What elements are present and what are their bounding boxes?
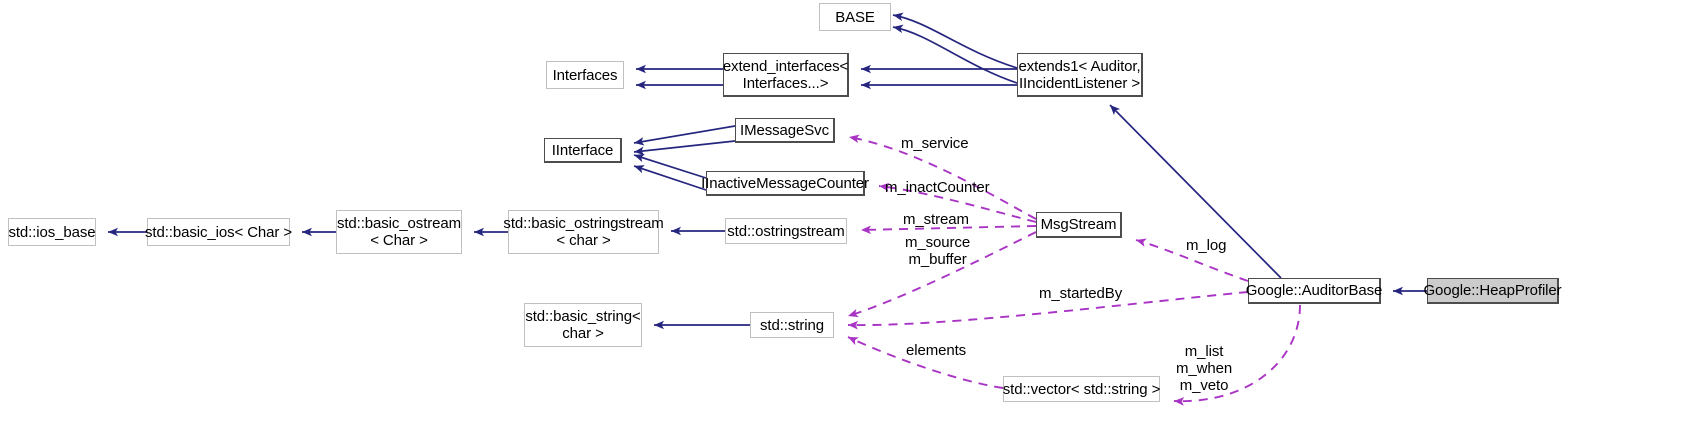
node-iinactivemessagecounter[interactable]: IInactiveMessageCounter <box>701 171 869 196</box>
edge-label-m-inactcounter: m_inactCounter <box>885 179 990 196</box>
edge-label-m-service: m_service <box>901 135 969 152</box>
edge-label-elements: elements <box>906 342 967 359</box>
edge-label-m-startedby: m_startedBy <box>1039 285 1123 302</box>
node-std-string[interactable]: std::string <box>750 312 834 338</box>
edge-vectorstring-string <box>847 336 1004 389</box>
node-extend-interfaces[interactable]: extend_interfaces< Interfaces...> <box>723 53 849 97</box>
edge-extends1-base-b <box>892 24 1021 85</box>
edge-iinactive-iinterface-a <box>633 153 707 179</box>
node-std-basic-ostream-char[interactable]: std::basic_ostream < Char > <box>336 210 462 254</box>
node-std-ostringstream[interactable]: std::ostringstream <box>725 218 847 244</box>
edge-auditorbase-string <box>847 291 1249 330</box>
edge-extends1-base-a <box>892 12 1018 69</box>
edge-msgstream-imessagesvc <box>848 134 1037 220</box>
node-interfaces[interactable]: Interfaces <box>546 61 624 89</box>
edge-imsgsvc-iinterface-b <box>633 140 736 156</box>
node-google-auditorbase[interactable]: Google::AuditorBase <box>1246 278 1382 304</box>
edge-imsgsvc-iinterface-a <box>633 125 736 146</box>
node-std-basic-ios-char[interactable]: std::basic_ios< Char > <box>145 218 292 246</box>
edge-msgstream-string <box>847 231 1037 318</box>
node-iinterface[interactable]: IInterface <box>544 138 622 163</box>
node-std-basic-string-char[interactable]: std::basic_string< char > <box>524 303 642 347</box>
edge-label-m-list-m-when-m-veto: m_list m_when m_veto <box>1176 343 1233 394</box>
node-extends1-auditor-iincidentlistener[interactable]: extends1< Auditor, IIncidentListener > <box>1017 53 1143 97</box>
node-google-heapprofiler[interactable]: Google::HeapProfiler <box>1423 278 1562 304</box>
inheritance-edges <box>108 12 1427 330</box>
node-imessagesvc[interactable]: IMessageSvc <box>735 118 835 143</box>
edge-iinactive-iinterface-b <box>633 165 707 191</box>
edge-auditorbase-extends1 <box>1109 104 1282 279</box>
edge-label-m-stream: m_stream <box>903 211 969 228</box>
node-std-basic-ostringstream-char[interactable]: std::basic_ostringstream < char > <box>503 210 664 254</box>
usage-edges <box>847 134 1301 406</box>
node-std-vector-std-string[interactable]: std::vector< std::string > <box>1003 376 1160 402</box>
edge-auditorbase-vectorstring <box>1173 304 1301 406</box>
edge-label-m-source-m-buffer: m_source m_buffer <box>905 234 971 268</box>
node-std-ios-base[interactable]: std::ios_base <box>8 218 96 246</box>
node-msgstream[interactable]: MsgStream <box>1036 212 1122 238</box>
edge-msgstream-ostringstream <box>860 225 1037 235</box>
edge-label-m-log: m_log <box>1186 237 1227 254</box>
node-base[interactable]: BASE <box>819 3 891 31</box>
